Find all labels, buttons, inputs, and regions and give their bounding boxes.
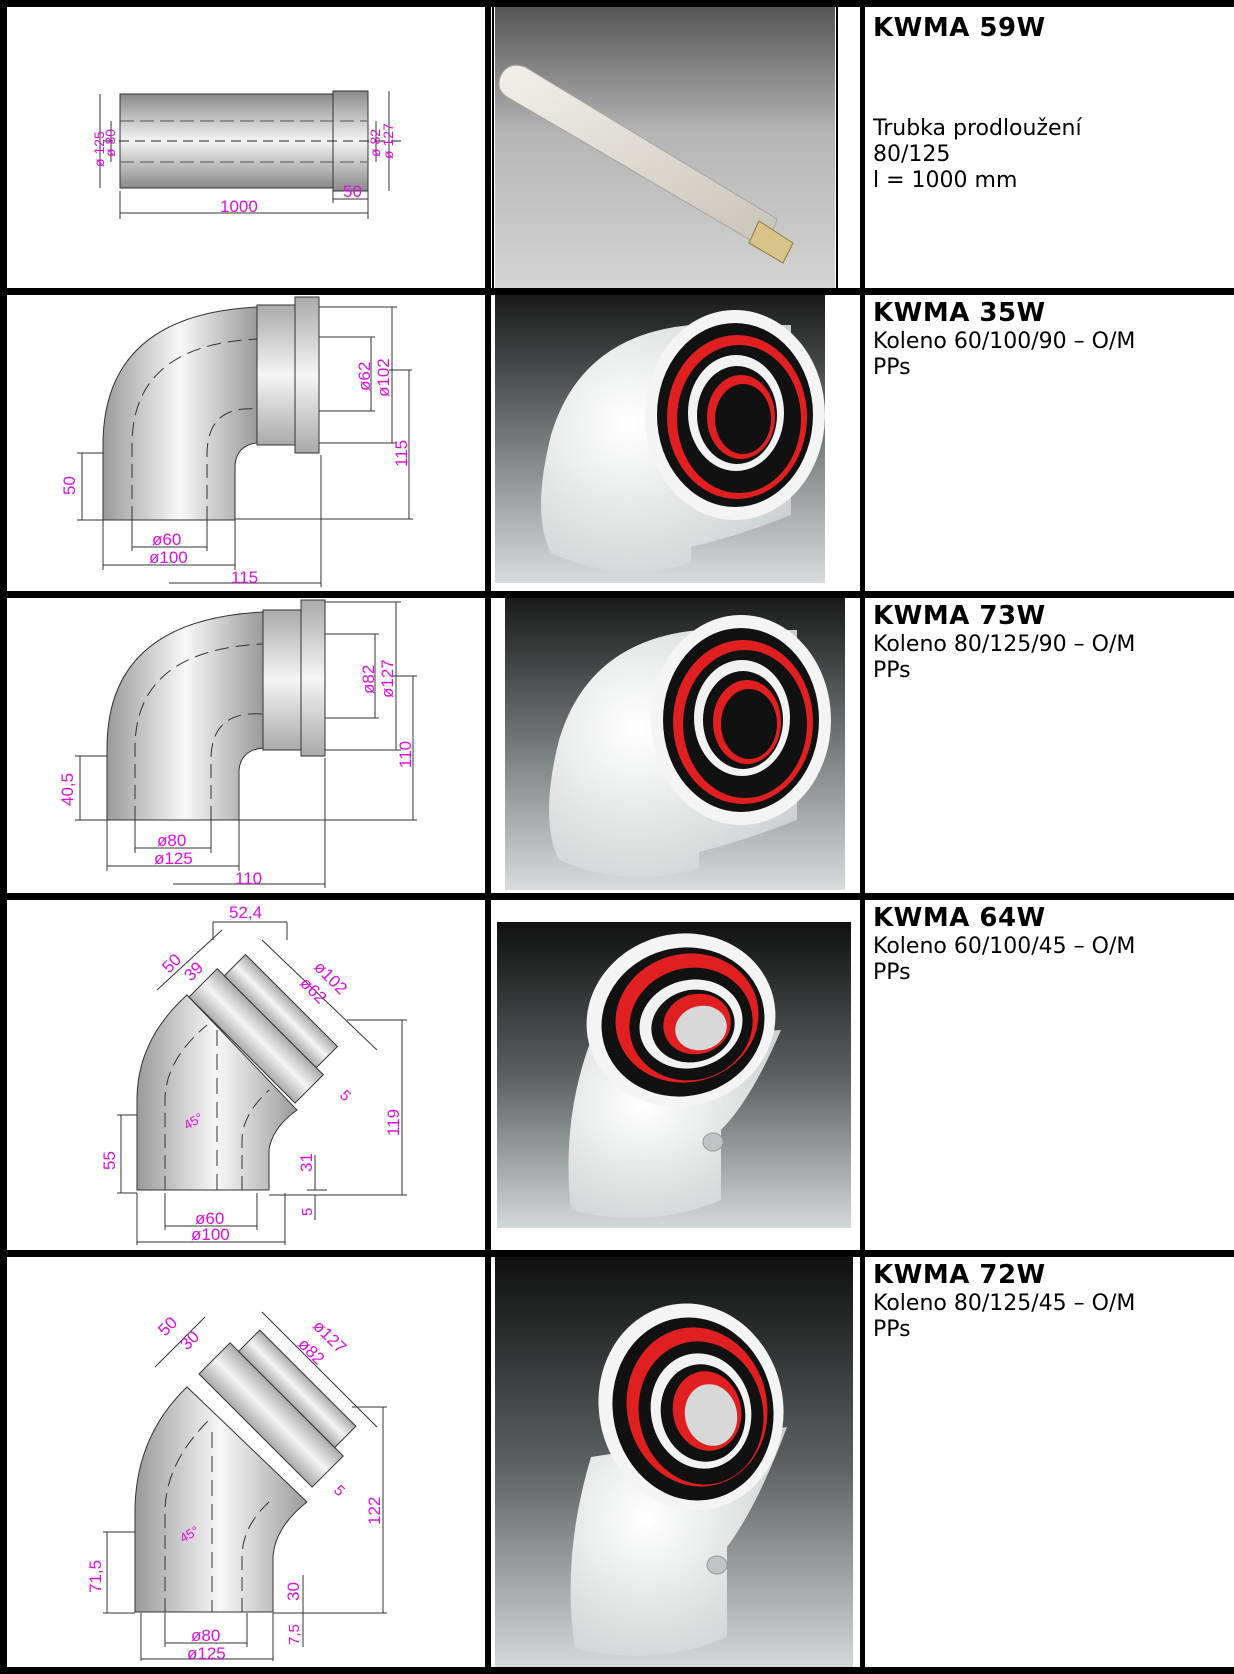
product-description: KWMA 59W Trubka prodloužení 80/125 l = 1…	[873, 12, 1233, 282]
description-line: PPs	[873, 960, 911, 985]
dimension-label: ø82	[359, 665, 378, 694]
row-border	[0, 893, 1234, 900]
technical-drawing-straight-pipe: ø 125 ø 80 ø 82 ø 127 50 1000	[7, 7, 485, 288]
technical-drawing-elbow-90: ø62 ø102 115 50 ø60 ø100 115	[7, 295, 485, 591]
dimension-label: 30	[284, 1582, 303, 1601]
description-line: Koleno 80/125/90 – O/M	[873, 632, 1136, 657]
dimension-label: ø100	[149, 548, 188, 567]
dimension-label: ø80	[157, 831, 186, 850]
row-border	[0, 1250, 1234, 1257]
dimension-label: ø 82	[367, 129, 383, 157]
product-photo-elbow-90	[491, 295, 860, 591]
dimension-label: ø60	[195, 1209, 224, 1228]
description-line: Koleno 60/100/90 – O/M	[873, 329, 1136, 354]
technical-drawing-elbow-45: 50 30 ø127 ø82 5 122 45° 71,5 30 7,5 ø80…	[7, 1257, 485, 1667]
product-code: KWMA 73W	[873, 601, 1046, 631]
product-description: KWMA 72W Koleno 80/125/45 – O/M PPs	[873, 1259, 1233, 1664]
row-border	[0, 0, 1234, 7]
dimension-label: 119	[384, 1109, 403, 1136]
dimension-label: 31	[297, 1153, 316, 1172]
dimension-label: ø 125	[91, 131, 107, 167]
dimension-label: 5	[330, 1482, 348, 1500]
dimension-label: 40,5	[58, 773, 77, 806]
dimension-label: ø80	[191, 1626, 220, 1645]
product-photo-elbow-90	[491, 598, 860, 893]
dimension-label: 1000	[220, 197, 258, 216]
product-code: KWMA 72W	[873, 1260, 1046, 1290]
dimension-label: 50	[343, 182, 362, 201]
column-border	[860, 0, 865, 1674]
dimension-label: 122	[365, 1497, 384, 1525]
dimension-label: 7,5	[286, 1624, 303, 1645]
dimension-label: 110	[235, 869, 262, 888]
description-line: Koleno 60/100/45 – O/M	[873, 934, 1136, 959]
dimension-label: 39	[180, 958, 207, 985]
dimension-label: 71,5	[86, 1560, 105, 1593]
description-line: PPs	[873, 658, 911, 683]
dimension-label: ø100	[191, 1225, 230, 1244]
product-description: KWMA 73W Koleno 80/125/90 – O/M PPs	[873, 600, 1233, 890]
dimension-label: 115	[231, 568, 258, 587]
product-description: KWMA 64W Koleno 60/100/45 – O/M PPs	[873, 902, 1233, 1247]
product-code: KWMA 64W	[873, 903, 1046, 933]
dimension-label: ø102	[374, 358, 393, 397]
column-border	[485, 0, 491, 1674]
product-code: KWMA 35W	[873, 298, 1046, 328]
column-border	[0, 0, 7, 1674]
product-photo-elbow-45	[491, 900, 860, 1250]
product-description: KWMA 35W Koleno 60/100/90 – O/M PPs	[873, 297, 1233, 587]
dimension-label: 5	[336, 1087, 354, 1105]
row-border	[0, 288, 1234, 295]
dimension-label: ø 127	[380, 123, 396, 159]
dimension-label: 52,4	[229, 903, 262, 922]
product-code: KWMA 59W	[873, 13, 1046, 43]
description-line: Trubka prodloužení	[873, 116, 1082, 141]
dimension-label: ø60	[152, 530, 181, 549]
technical-drawing-elbow-90: ø82 ø127 110 40,5 ø80 ø125 110	[7, 598, 485, 893]
dimension-label: ø 80	[102, 129, 118, 157]
dimension-label: 110	[396, 741, 415, 768]
row-border	[0, 591, 1234, 598]
dimension-label: 55	[100, 1151, 119, 1170]
dimension-label: 50	[154, 1313, 181, 1340]
description-line: Koleno 80/125/45 – O/M	[873, 1291, 1136, 1316]
dimension-label: 50	[60, 476, 79, 495]
product-photo-straight-pipe	[491, 7, 860, 288]
dimension-label: ø127	[378, 659, 397, 698]
row-border	[0, 1667, 1234, 1674]
dimension-label: 115	[392, 440, 411, 467]
description-line: PPs	[873, 1317, 911, 1342]
dimension-label: ø125	[154, 849, 193, 868]
product-photo-elbow-45	[491, 1257, 860, 1667]
description-line: PPs	[873, 355, 911, 380]
dimension-label: ø62	[355, 362, 374, 391]
dimension-label: ø125	[187, 1644, 226, 1663]
technical-drawing-elbow-45: 52,4 50 39 ø102 ø62 5 119 45° 55 31 5 ø6…	[7, 900, 485, 1250]
description-line: 80/125	[873, 142, 951, 167]
description-line: l = 1000 mm	[873, 168, 1018, 193]
dimension-label: 30	[176, 1327, 203, 1354]
dimension-label: 5	[299, 1208, 316, 1216]
